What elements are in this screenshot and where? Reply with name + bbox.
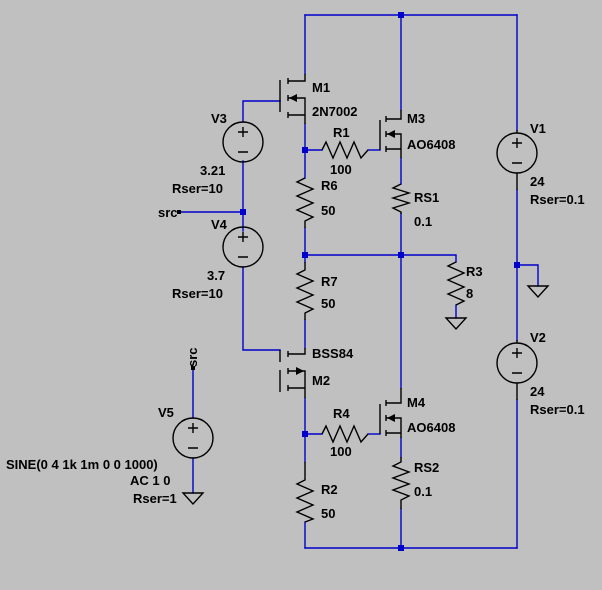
transistor-m4[interactable]: M4 AO6408	[379, 388, 455, 438]
net-label-src-v5: src	[185, 347, 200, 370]
resistor-r4[interactable]: R4 100	[321, 406, 369, 459]
m4-ref: M4	[407, 395, 426, 410]
source-v1[interactable]: V1 24 Rser=0.1	[496, 121, 585, 207]
resistor-r2[interactable]: R2 50	[295, 462, 338, 523]
v3-rser: Rser=10	[172, 181, 223, 196]
junction-r4	[302, 431, 308, 437]
r3-ref: R3	[466, 264, 483, 279]
m1-model: 2N7002	[312, 104, 358, 119]
rs1-ref: RS1	[414, 190, 439, 205]
rs1-value: 0.1	[414, 214, 432, 229]
ground-symbol-r3	[444, 317, 468, 331]
m4-model: AO6408	[407, 420, 455, 435]
v2-value: 24	[530, 384, 545, 399]
rs2-value: 0.1	[414, 484, 432, 499]
junction-out-mid	[398, 252, 404, 258]
v5-ref: V5	[158, 405, 174, 420]
r7-ref: R7	[321, 274, 338, 289]
transistor-m2[interactable]: BSS84 M2	[279, 346, 354, 398]
junction-top	[398, 12, 404, 18]
r3-value: 8	[466, 286, 473, 301]
r2-value: 50	[321, 506, 335, 521]
v1-ref: V1	[530, 121, 546, 136]
r6-ref: R6	[321, 178, 338, 193]
source-v2[interactable]: V2 24 Rser=0.1	[496, 330, 585, 417]
resistor-r3[interactable]: R3 8	[446, 261, 483, 306]
resistor-r6[interactable]: R6 50	[295, 177, 338, 228]
resistor-r1[interactable]: R1 100	[321, 125, 369, 177]
transistor-m3[interactable]: M3 AO6408	[379, 110, 455, 158]
source-v3[interactable]: V3 3.21 Rser=10	[172, 111, 264, 196]
junction-src	[240, 209, 246, 215]
r7-value: 50	[321, 296, 335, 311]
v4-value: 3.7	[207, 268, 225, 283]
junction-r1	[302, 147, 308, 153]
m2-ref: M2	[312, 373, 330, 388]
v5-ac: AC 1 0	[130, 473, 170, 488]
net-label-src-left: src	[158, 205, 181, 220]
r6-value: 50	[321, 203, 335, 218]
v5-rser: Rser=1	[133, 491, 177, 506]
src-label-v5: src	[185, 347, 200, 367]
v2-ref: V2	[530, 330, 546, 345]
transistor-m1[interactable]: M1 2N7002	[279, 74, 358, 124]
rs2-ref: RS2	[414, 460, 439, 475]
source-v4[interactable]: V4 3.7 Rser=10	[172, 217, 264, 301]
v4-ref: V4	[211, 217, 228, 232]
r1-value: 100	[330, 162, 352, 177]
source-v5[interactable]: V5 SINE(0 4 1k 1m 0 0 1000) AC 1 0 Rser=…	[6, 405, 214, 506]
junctions	[240, 12, 520, 551]
m3-ref: M3	[407, 111, 425, 126]
r4-ref: R4	[333, 406, 350, 421]
wires	[179, 14, 539, 549]
ground-symbol-v1v2	[526, 285, 550, 299]
resistor-rs2[interactable]: RS2 0.1	[391, 457, 439, 509]
m2-model: BSS84	[312, 346, 354, 361]
junction-bottom	[398, 545, 404, 551]
resistor-rs1[interactable]: RS1 0.1	[390, 183, 439, 229]
m1-ref: M1	[312, 80, 330, 95]
junction-gnd	[514, 262, 520, 268]
v1-rser: Rser=0.1	[530, 192, 585, 207]
junction-out-left	[302, 252, 308, 258]
v2-rser: Rser=0.1	[530, 402, 585, 417]
src-label-left: src	[158, 205, 178, 220]
v3-ref: V3	[211, 111, 227, 126]
v1-value: 24	[530, 174, 545, 189]
m3-model: AO6408	[407, 137, 455, 152]
v5-value: SINE(0 4 1k 1m 0 0 1000)	[6, 457, 158, 472]
v4-rser: Rser=10	[172, 286, 223, 301]
resistor-r7[interactable]: R7 50	[295, 262, 338, 320]
r2-ref: R2	[321, 482, 338, 497]
r4-value: 100	[330, 444, 352, 459]
ground-symbol-v5	[181, 492, 205, 506]
v3-value: 3.21	[200, 163, 225, 178]
r1-ref: R1	[333, 125, 350, 140]
